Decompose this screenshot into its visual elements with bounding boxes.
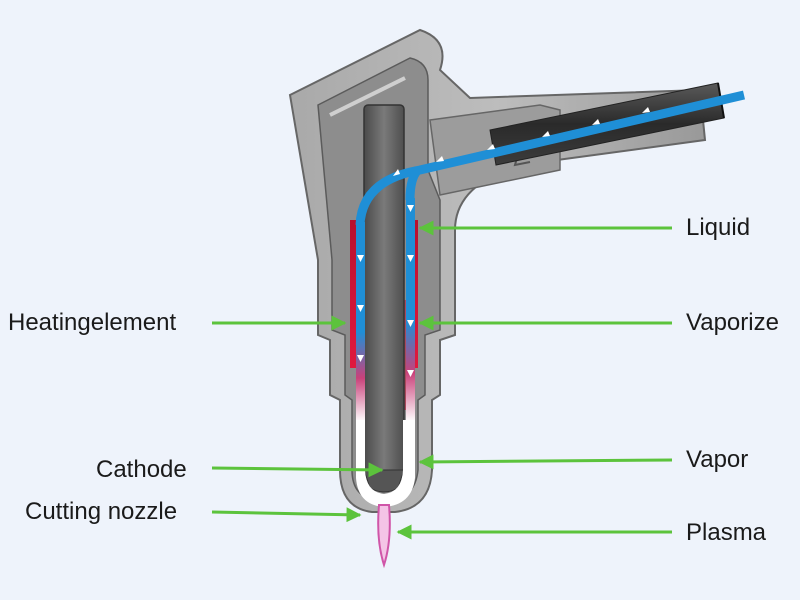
label-heating-element: Heatingelement bbox=[8, 309, 177, 336]
label-vaporize: Vaporize bbox=[686, 309, 779, 336]
liquid-channel-right bbox=[406, 198, 415, 422]
label-liquid: Liquid bbox=[686, 214, 751, 241]
inner-highlight bbox=[329, 76, 406, 117]
label-cutting-nozzle: Cutting nozzle bbox=[25, 498, 178, 525]
arrow-cutting-nozzle bbox=[211, 507, 362, 523]
cathode-rod bbox=[363, 104, 405, 476]
label-cathode: Cathode bbox=[96, 456, 187, 483]
liquid-channel-branch bbox=[405, 166, 422, 201]
flow-arrows bbox=[357, 107, 650, 377]
arrow-vapor bbox=[418, 454, 673, 470]
heating-element-left bbox=[350, 220, 356, 368]
label-vapor: Vapor bbox=[686, 446, 749, 473]
label-plasma: Plasma bbox=[686, 519, 767, 546]
plasma-jet bbox=[377, 504, 391, 569]
label-arrows bbox=[211, 220, 673, 540]
arrow-cathode bbox=[211, 462, 384, 478]
vapor-channel bbox=[356, 420, 415, 507]
liquid-channel-left bbox=[356, 222, 365, 422]
